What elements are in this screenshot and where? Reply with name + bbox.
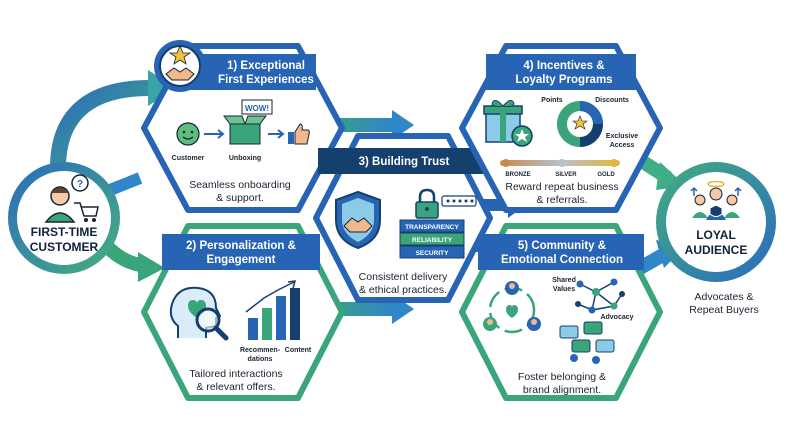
start-node: ? FIRST-TIME CUSTOMER <box>8 162 120 274</box>
arrow-stage1-to-stage3-head <box>392 110 414 140</box>
stage-4-label-points: Points <box>541 97 562 104</box>
end-disc <box>666 172 766 272</box>
tier-bronze: BRONZE <box>505 172 530 178</box>
stage-4-title-line2: Loyalty Programs <box>515 74 612 86</box>
stage-1-icon-label-unboxing: Unboxing <box>229 155 261 162</box>
tier-silver: SILVER <box>555 172 577 178</box>
gift-star-icon <box>483 100 533 147</box>
end-label-line1: LOYAL <box>696 228 736 242</box>
chat-bubbles-icon <box>559 321 615 364</box>
community-circle-icon <box>483 281 541 334</box>
customer-cart-icon: ? <box>44 174 99 223</box>
stage-3-header-bar <box>318 148 490 174</box>
end-caption-line1: Advocates & <box>695 291 754 303</box>
stage-4-label-exclusive: Exclusive <box>606 133 638 140</box>
thumbs-up-icon <box>288 123 310 145</box>
end-caption-line2: Repeat Buyers <box>689 304 758 316</box>
stage-2-icon-label-recommendations-1: Recommen- <box>240 347 281 354</box>
arrow-start-to-stage1 <box>50 80 151 169</box>
stage-3-caption-line1: Consistent delivery <box>359 271 448 283</box>
stage-5-header-bar <box>478 234 644 270</box>
password-dots-icon <box>441 195 477 207</box>
stage-5-hexagon: 5) Community & Emotional Connection Shar… <box>459 223 663 401</box>
stage-3-title: 3) Building Trust <box>359 156 450 168</box>
start-label-line2: CUSTOMER <box>30 240 99 254</box>
stage-5-label-advocacy: Advocacy <box>600 314 633 321</box>
network-nodes-icon <box>575 278 625 314</box>
stage-4-label-discounts: Discounts <box>595 97 629 104</box>
start-label-line1: FIRST-TIME <box>31 225 98 239</box>
stage-4-hexagon: 4) Incentives & Loyalty Programs Points … <box>459 43 663 213</box>
stage-2-caption-line1: Tailored interactions <box>189 368 282 380</box>
stage-4-caption-line1: Reward repeat business <box>505 181 618 193</box>
stage-1-caption-line2: & support. <box>216 192 264 204</box>
loyalty-donut-icon <box>557 101 603 147</box>
growth-bar-chart-icon <box>245 280 300 340</box>
stage-1-arrow-a <box>204 129 225 139</box>
arrow-start-to-stage2-head <box>138 252 165 282</box>
stage-1-icon-label-customer: Customer <box>172 155 205 162</box>
stage-5-caption-line1: Foster belonging & <box>518 371 606 383</box>
stage-1-title-line1: 1) Exceptional <box>227 60 305 72</box>
gear-handshake-icon <box>154 40 206 92</box>
loyal-audience-icon <box>690 180 742 220</box>
end-label-line2: AUDIENCE <box>685 243 748 257</box>
padlock-icon <box>415 188 439 219</box>
wow-text: WOW! <box>245 104 269 113</box>
stage-2-hexagon: 2) Personalization & Engagement Recommen… <box>141 223 345 401</box>
stage-2-icon-label-content: Content <box>285 347 312 354</box>
svg-text:?: ? <box>77 179 83 190</box>
stage-2-caption-line2: & relevant offers. <box>196 381 275 393</box>
end-node: LOYAL AUDIENCE Advocates & Repeat Buyers <box>656 162 776 316</box>
stage-2-header-bar <box>162 234 320 270</box>
stage-2-title-line1: 2) Personalization & <box>186 240 296 252</box>
stack-security: SECURITY <box>416 250 450 257</box>
stage-4-header-bar <box>486 54 636 90</box>
stage-1-arrow-b <box>268 129 285 139</box>
stage-5-label-values: Values <box>553 286 575 293</box>
tier-progress-bar <box>500 159 620 167</box>
stage-4-caption-line2: & referrals. <box>536 194 587 206</box>
arrow-start-to-stage1-b <box>107 172 143 196</box>
stage-2-icon-label-recommendations-2: dations <box>248 356 273 363</box>
stage-4-title-line1: 4) Incentives & <box>523 60 604 72</box>
stage-1-hexagon: 1) Exceptional First Experiences WOW! Cu… <box>141 40 345 213</box>
stage-3-hexagon: 3) Building Trust TRANSPARENCY RELIABILI… <box>313 133 493 303</box>
tier-gold: GOLD <box>597 172 615 178</box>
stage-1-caption-line1: Seamless onboarding <box>189 179 291 191</box>
stack-transparency: TRANSPARENCY <box>405 224 459 231</box>
stage-5-title-line1: 5) Community & <box>518 240 606 252</box>
stage-5-label-shared: Shared <box>552 277 576 284</box>
stage-5-title-line2: Emotional Connection <box>501 254 623 266</box>
unboxing-icon: WOW! <box>223 99 273 145</box>
stage-1-title-line2: First Experiences <box>218 74 314 86</box>
stage-4-label-access: Access <box>610 142 635 149</box>
stage-3-caption-line2: & ethical practices. <box>359 284 447 296</box>
happy-customer-icon <box>176 122 200 146</box>
head-heart-search-icon <box>169 286 229 341</box>
stage-5-caption-line2: brand alignment. <box>523 384 601 396</box>
stack-reliability: RELIABILITY <box>412 237 453 244</box>
trust-pillars-stack <box>399 219 465 259</box>
stage-2-title-line2: Engagement <box>206 254 275 266</box>
arrow-start-to-stage1-head <box>148 70 176 106</box>
shield-handshake-icon <box>335 190 381 250</box>
